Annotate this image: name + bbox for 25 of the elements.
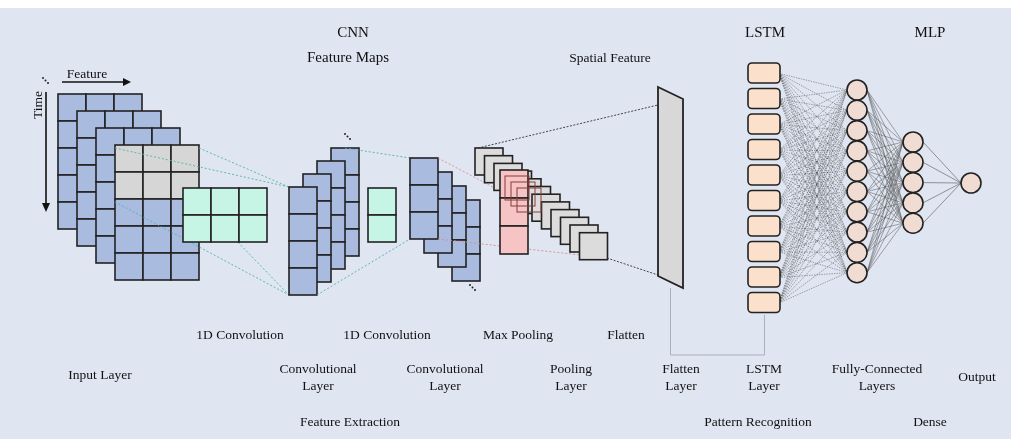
- layer-label: Output: [958, 368, 996, 385]
- operation-label: 1D Convolution: [343, 326, 431, 343]
- lstm-cell-stack: [746, 61, 783, 316]
- section-title: MLP: [914, 24, 946, 41]
- operation-label: 1D Convolution: [196, 326, 284, 343]
- layer-label: Convolutional Layer: [278, 360, 358, 394]
- layer-label: Fully-Connected Layers: [830, 360, 924, 394]
- stage-label: Pattern Recognition: [704, 413, 812, 430]
- flatten-plane: [655, 84, 686, 291]
- stage-label: Dense: [913, 413, 947, 430]
- operation-label: Max Pooling: [482, 326, 554, 343]
- axis-label: Time: [28, 91, 46, 119]
- axis-label: Feature: [66, 65, 108, 82]
- feature-label: Spatial Feature: [569, 49, 651, 66]
- layer-label: Flatten Layer: [661, 360, 701, 394]
- section-title: CNN: [337, 24, 369, 41]
- operation-label: Flatten: [607, 326, 645, 343]
- layer-label: Convolutional Layer: [405, 360, 485, 394]
- layer-label: LSTM Layer: [745, 360, 783, 394]
- section-title: Feature Maps: [306, 49, 390, 66]
- layer-label: Pooling Layer: [549, 360, 593, 394]
- section-title: LSTM: [745, 24, 785, 41]
- stage-label: Feature Extraction: [299, 413, 401, 430]
- layer-label: Input Layer: [68, 366, 132, 383]
- connector-line: [670, 287, 765, 356]
